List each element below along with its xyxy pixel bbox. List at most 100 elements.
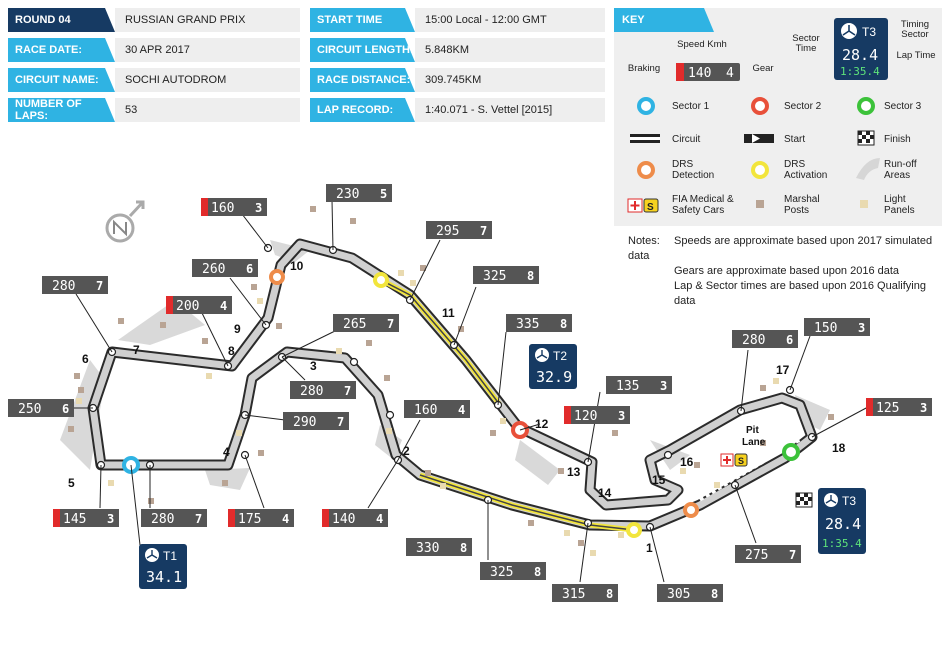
notes-line-1: Speeds are approximate based upon 2017 s… (628, 235, 933, 262)
svg-text:32.9: 32.9 (536, 368, 572, 386)
key-speed-sample: 140 4 (676, 63, 740, 81)
svg-text:4: 4 (220, 299, 227, 313)
turn-3: 3 (310, 359, 317, 373)
turn-14: 14 (598, 486, 612, 500)
svg-text:230: 230 (336, 187, 359, 202)
svg-text:3: 3 (618, 409, 625, 423)
svg-text:7: 7 (195, 512, 202, 526)
pit-lane (699, 438, 801, 502)
race-date-label: RACE DATE: (8, 38, 115, 62)
key-sample-sector: T3 (862, 25, 876, 39)
speed-box-6: 280 7 (42, 276, 108, 294)
svg-text:275: 275 (745, 548, 768, 563)
key-lap-time: Lap Time (896, 50, 936, 61)
medical-car-icon: S (627, 198, 659, 213)
svg-text:140: 140 (332, 512, 355, 527)
pit-lane-label-1: Pit (746, 425, 759, 436)
turn-2: 2 (403, 444, 410, 458)
info-row-circuit-name: CIRCUIT NAME: SOCHI AUTODROM (8, 68, 300, 92)
svg-text:T2: T2 (553, 349, 567, 363)
start-time-label: START TIME (310, 8, 415, 32)
svg-text:325: 325 (490, 565, 513, 580)
sector2-icon (751, 97, 769, 115)
svg-text:T3: T3 (842, 494, 856, 508)
info-row-laps: NUMBER OF LAPS: 53 (8, 98, 300, 122)
svg-text:T1: T1 (163, 549, 177, 563)
notes-line-3: Lap & Sector times are based upon 2016 Q… (674, 280, 926, 307)
key-sector2-label: Sector 2 (784, 101, 822, 112)
light-panel-icon (860, 200, 868, 208)
circuit-name-value: SOCHI AUTODROM (115, 68, 300, 92)
start-time-value: 15:00 Local - 12:00 GMT (415, 8, 605, 32)
key-sector-time: Sector Time (792, 33, 820, 54)
svg-text:4: 4 (458, 403, 465, 417)
svg-text:250: 250 (18, 402, 41, 417)
notes-line-2: Gears are approximate based upon 2016 da… (674, 265, 900, 277)
marshal-post-icon (756, 200, 764, 208)
turn-6: 6 (82, 352, 89, 366)
svg-text:7: 7 (96, 279, 103, 293)
key-sector1-label: Sector 1 (672, 101, 710, 112)
speed-leaders (48, 199, 869, 583)
turn-4: 4 (223, 445, 230, 459)
sector3-icon (857, 97, 875, 115)
turn-numbers: 1 2 3 4 5 6 7 8 9 10 11 12 13 14 15 16 1… (68, 259, 846, 555)
turn-16: 16 (680, 455, 694, 469)
key-sample-speed: 140 (688, 66, 711, 81)
svg-text:8: 8 (560, 317, 567, 331)
svg-text:150: 150 (814, 321, 837, 336)
speed-box-2: 230 5 (326, 184, 392, 202)
drs-activation-icon (751, 161, 769, 179)
speed-box-24: 325 8 (480, 562, 546, 580)
svg-text:120: 120 (574, 409, 597, 424)
key-timing-sector: Timing Sector (900, 19, 930, 40)
mercedes-star-icon (536, 350, 548, 359)
key-speed-kmh: Speed Kmh (677, 39, 727, 50)
circuit-length-label: CIRCUIT LENGTH: (310, 38, 415, 62)
svg-text:7: 7 (344, 384, 351, 398)
svg-text:4: 4 (282, 512, 289, 526)
notes-label: Notes: (628, 235, 660, 247)
svg-text:175: 175 (238, 512, 261, 527)
svg-text:330: 330 (416, 541, 439, 556)
turn-5: 5 (68, 476, 75, 490)
svg-text:1:35.4: 1:35.4 (822, 537, 862, 550)
svg-text:5: 5 (380, 187, 387, 201)
svg-text:7: 7 (480, 224, 487, 238)
drs-detection-marker-2 (683, 502, 699, 518)
circuit-icon (630, 134, 660, 143)
lap-record-value: 1:40.071 - S. Vettel [2015] (415, 98, 605, 122)
svg-text:7: 7 (337, 415, 344, 429)
svg-text:260: 260 (202, 262, 225, 277)
key-medical-label: FIA Medical & Safety Cars (672, 194, 734, 216)
circuit-name-label: CIRCUIT NAME: (8, 68, 115, 92)
drs-activation-marker-1 (373, 272, 389, 288)
svg-text:8: 8 (711, 587, 718, 601)
svg-text:8: 8 (534, 565, 541, 579)
drs-activation-marker-2 (626, 522, 642, 538)
info-row-race-distance: RACE DISTANCE: 309.745KM (310, 68, 605, 92)
marshal-posts (68, 206, 834, 546)
finish-flag-track-icon (795, 492, 813, 508)
svg-text:8: 8 (606, 587, 613, 601)
turn-12: 12 (535, 417, 549, 431)
svg-text:135: 135 (616, 379, 639, 394)
svg-text:8: 8 (460, 541, 467, 555)
svg-text:280: 280 (52, 279, 75, 294)
key-runoff-label: Run-off Areas (884, 159, 917, 181)
laps-label: NUMBER OF LAPS: (8, 98, 115, 122)
key-sample-gear: 4 (726, 66, 734, 81)
